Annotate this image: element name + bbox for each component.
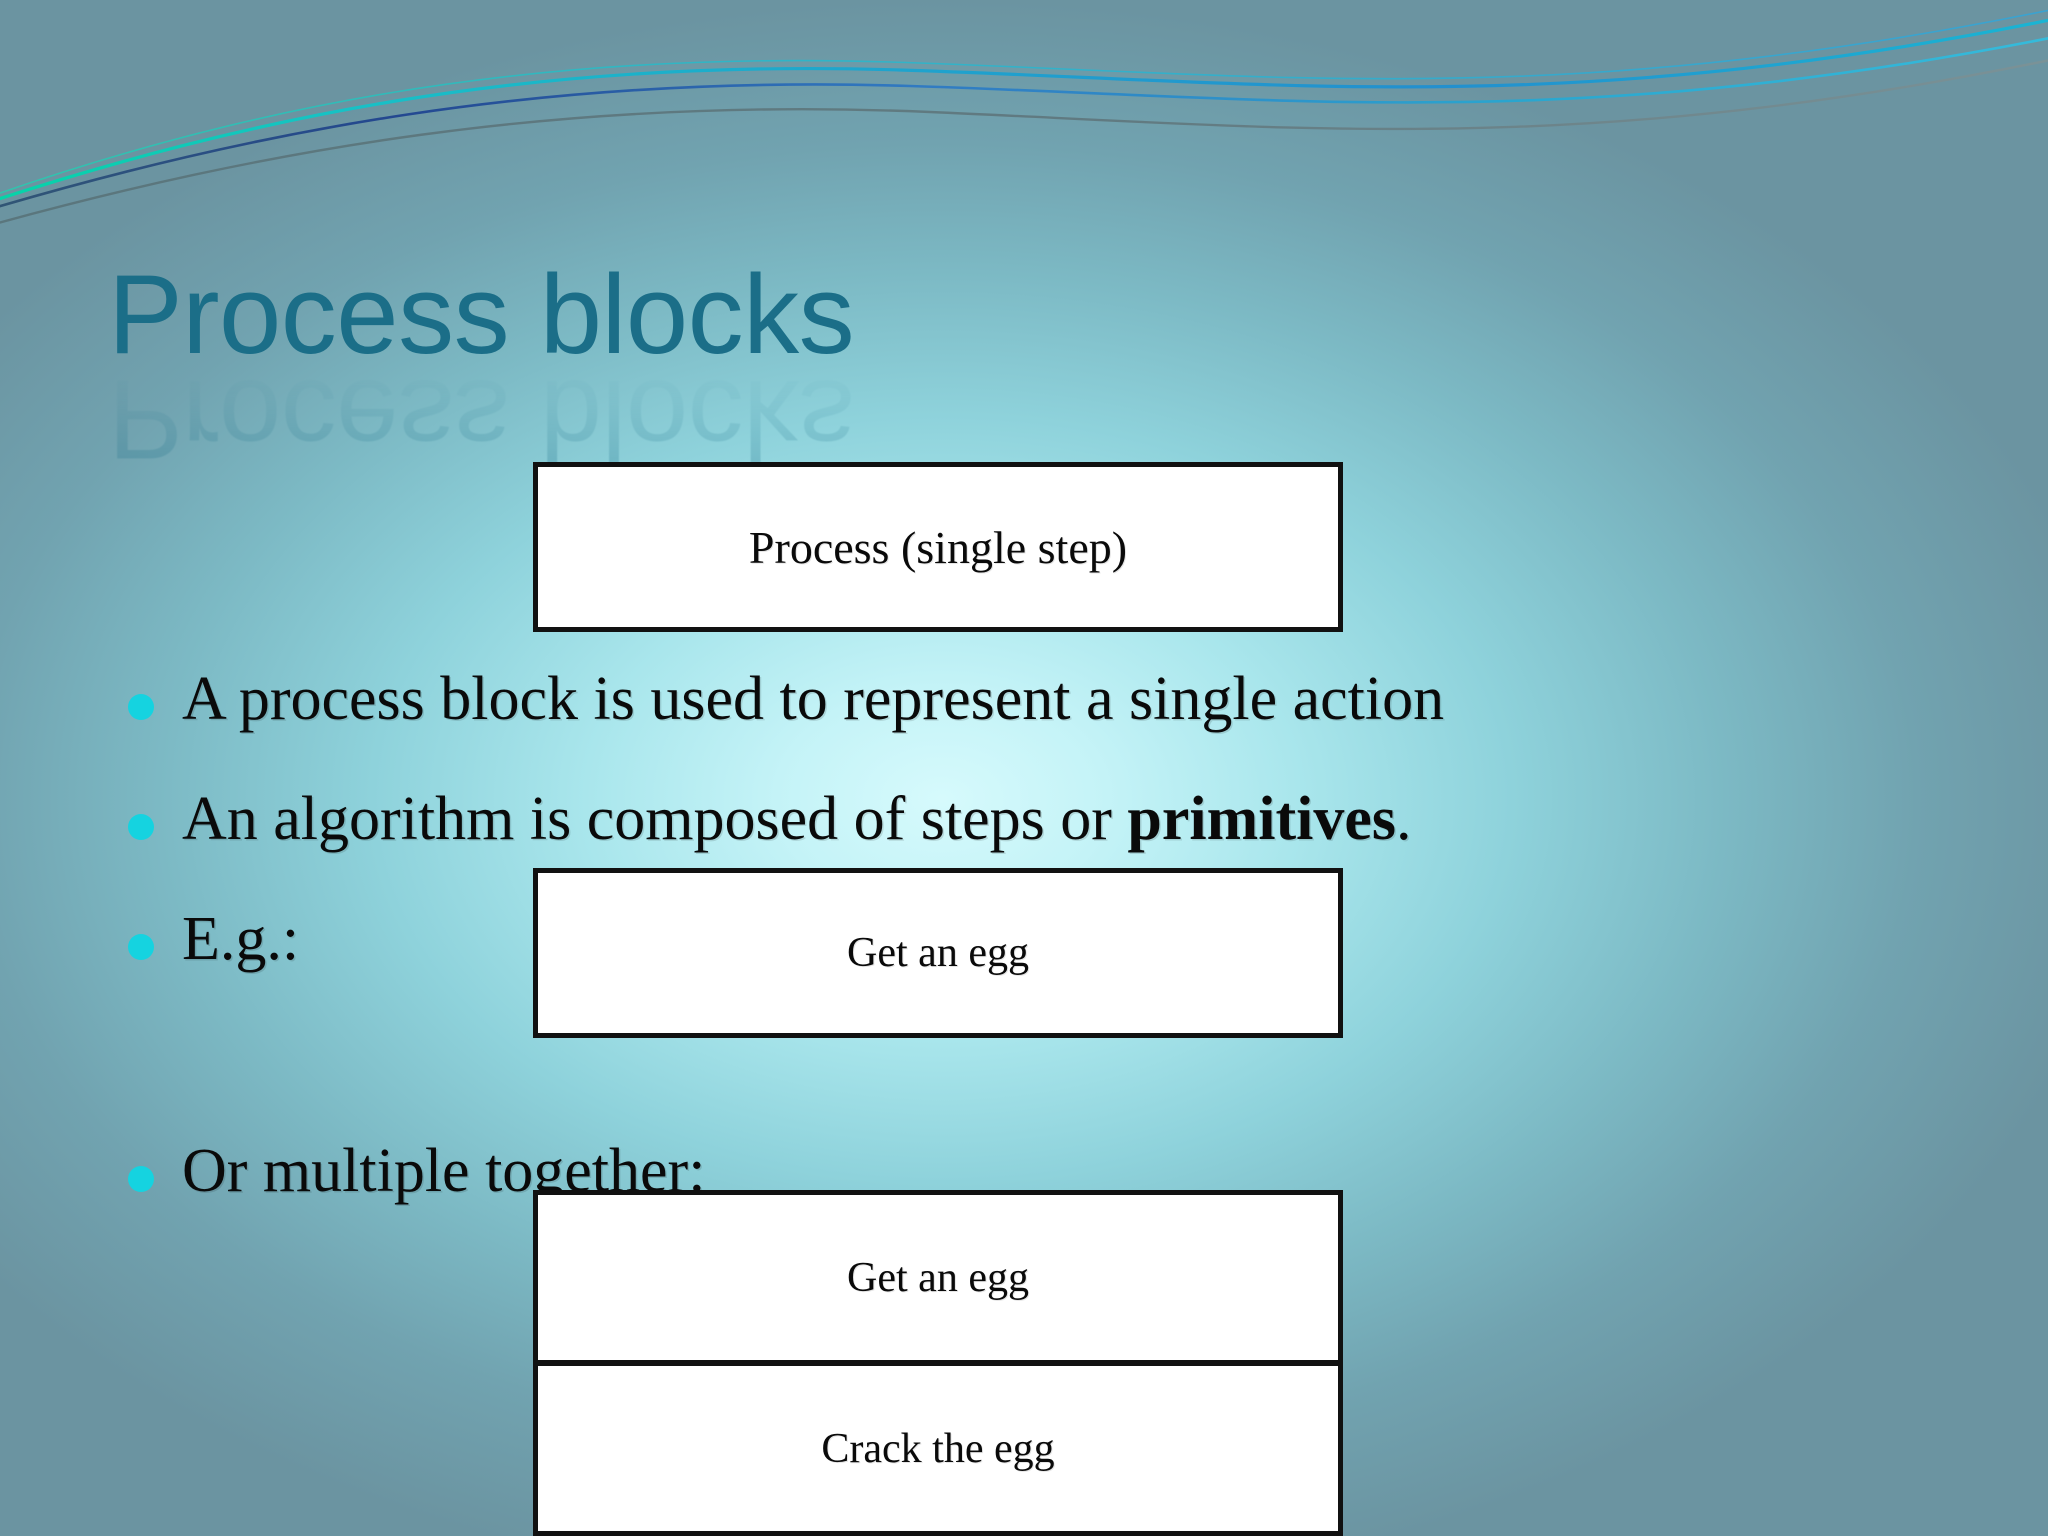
process-block-single-step: Process (single step) <box>533 462 1343 632</box>
process-block-stack-crack-the-egg: Crack the egg <box>533 1361 1343 1536</box>
top-swoosh-decoration <box>0 9 2048 224</box>
process-block-example-get-an-egg: Get an egg <box>533 868 1343 1038</box>
list-item: A process block is used to represent a s… <box>128 660 1888 764</box>
process-block-label: Process (single step) <box>748 521 1128 573</box>
list-item: An algorithm is composed of steps or pri… <box>128 780 1888 884</box>
page-title: Process blocks Process blocks <box>108 252 1608 518</box>
bullet-text-3: E.g.: <box>182 905 300 973</box>
bullet-text-2: An algorithm is composed of steps or pri… <box>182 780 1412 859</box>
process-block-label: Get an egg <box>847 1254 1029 1301</box>
process-block-label: Crack the egg <box>821 1425 1055 1472</box>
list-item: E.g.: <box>128 900 1888 1004</box>
bullet-dot-icon <box>128 814 154 840</box>
bullet-dot-icon <box>128 694 154 720</box>
bullet-text-2-emphasis: primitives <box>1127 785 1397 853</box>
bullet-text-2-after: . <box>1396 785 1412 853</box>
bullet-list: A process block is used to represent a s… <box>128 660 1888 1236</box>
process-block-stack-get-an-egg: Get an egg <box>533 1190 1343 1365</box>
page-title-text: Process blocks <box>108 252 855 377</box>
bullet-dot-icon <box>128 1166 154 1192</box>
bullet-text-2-before: An algorithm is composed of steps or <box>182 785 1128 853</box>
page-title-reflection: Process blocks <box>108 357 855 483</box>
bullet-text-1: A process block is used to represent a s… <box>182 665 1445 733</box>
process-block-label: Get an egg <box>847 930 1029 976</box>
bullet-dot-icon <box>128 934 154 960</box>
